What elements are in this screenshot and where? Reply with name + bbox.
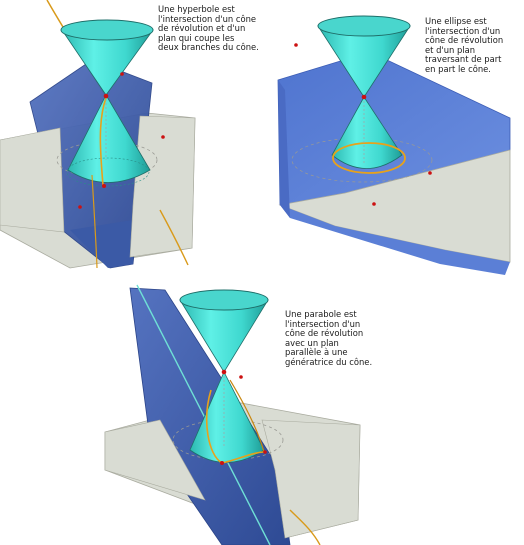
point	[372, 202, 376, 206]
point	[294, 43, 298, 47]
parabola-right-line	[229, 379, 265, 453]
upper-cone-rim	[179, 289, 269, 311]
parabola-panel	[104, 284, 361, 545]
point	[161, 135, 165, 139]
upper-cone-rim	[317, 15, 411, 37]
vertex-point	[361, 94, 367, 100]
cutting-plane-front	[280, 205, 510, 275]
ellipse-caption: Une ellipse est l'intersection d'un cône…	[425, 16, 504, 74]
generatrix-line	[136, 284, 271, 545]
point	[428, 171, 432, 175]
cutting-plane-lower	[70, 220, 133, 268]
lower-cone-base	[66, 157, 150, 187]
parabola-lower-line	[289, 509, 321, 545]
point	[220, 461, 224, 465]
point	[239, 375, 243, 379]
upper-cone-rim	[60, 19, 154, 41]
hyperbola-curve	[99, 97, 107, 186]
vertex-point	[221, 369, 227, 375]
point	[263, 450, 267, 454]
cutting-plane-left-edge	[278, 80, 290, 218]
hyperbola-panel	[0, 0, 196, 269]
base-plane-right	[129, 115, 196, 258]
parabola-caption: Une parabole est l'intersection d'un côn…	[285, 309, 373, 367]
vertex-point	[103, 93, 109, 99]
base-plane-front	[104, 419, 206, 501]
base-circle	[291, 137, 433, 183]
ellipse-curve	[332, 142, 406, 174]
lower-cone	[67, 94, 151, 183]
point	[78, 205, 82, 209]
lower-cone	[331, 96, 403, 169]
point	[102, 184, 106, 188]
base-plane-front	[0, 127, 65, 233]
hyperbola-caption: Une hyperbole est l'intersection d'un cô…	[158, 4, 259, 53]
ellipse-panel	[277, 15, 511, 275]
base-plane-right	[261, 419, 361, 539]
point	[120, 72, 124, 76]
hyperbola-left-line	[91, 174, 98, 269]
hyperbola-lower-line	[159, 209, 189, 266]
